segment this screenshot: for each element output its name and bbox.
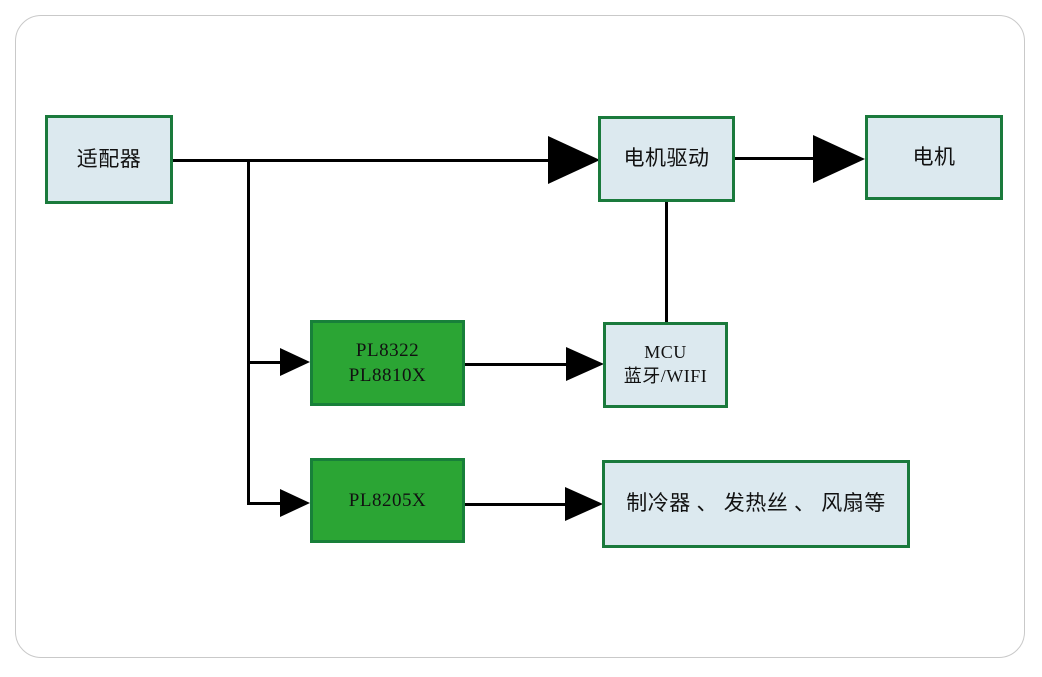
- node-adapter[interactable]: 适配器: [45, 115, 173, 204]
- arrowhead-motordriver-to-motor: [813, 135, 865, 183]
- connector-motordriver-to-mcu: [665, 199, 668, 325]
- connector-adapter-to-pl8322: [247, 361, 282, 364]
- connector-motordriver-to-motor: [735, 157, 821, 160]
- arrowhead-adapter-to-pl8205x: [280, 489, 310, 517]
- arrowhead-adapter-to-pl8322: [280, 348, 310, 376]
- node-motor[interactable]: 电机: [865, 115, 1003, 200]
- connector-adapter-to-motordriver: [173, 159, 553, 162]
- node-mcu-label-line1: MCU: [644, 342, 687, 363]
- arrowhead-pl8205x-to-loads: [565, 487, 603, 521]
- node-motor-driver[interactable]: 电机驱动: [598, 116, 735, 202]
- connector-adapter-trunk-vertical: [247, 159, 250, 505]
- connector-pl8322-to-mcu: [465, 363, 570, 366]
- diagram-frame: [15, 15, 1025, 658]
- node-pl8205x-label: PL8205X: [348, 489, 427, 511]
- node-loads-label: 制冷器 、 发热丝 、 风扇等: [626, 491, 886, 516]
- node-mcu-label-line2: 蓝牙/WIFI: [623, 366, 708, 386]
- node-motor-driver-label: 电机驱动: [623, 146, 710, 171]
- node-motor-label: 电机: [912, 144, 956, 169]
- node-mcu[interactable]: MCU 蓝牙/WIFI: [603, 322, 728, 408]
- node-pl8322-label-line1: PL8322: [355, 339, 420, 361]
- arrowhead-adapter-to-motordriver: [548, 136, 600, 184]
- node-pl8205x[interactable]: PL8205X: [310, 458, 465, 543]
- connector-adapter-to-pl8205x: [247, 502, 282, 505]
- node-loads[interactable]: 制冷器 、 发热丝 、 风扇等: [602, 460, 910, 548]
- node-pl8322[interactable]: PL8322 PL8810X: [310, 320, 465, 406]
- arrowhead-pl8322-to-mcu: [566, 347, 604, 381]
- connector-pl8205x-to-loads: [465, 503, 567, 506]
- node-adapter-label: 适配器: [76, 146, 142, 171]
- node-pl8322-label-line2: PL8810X: [348, 365, 427, 386]
